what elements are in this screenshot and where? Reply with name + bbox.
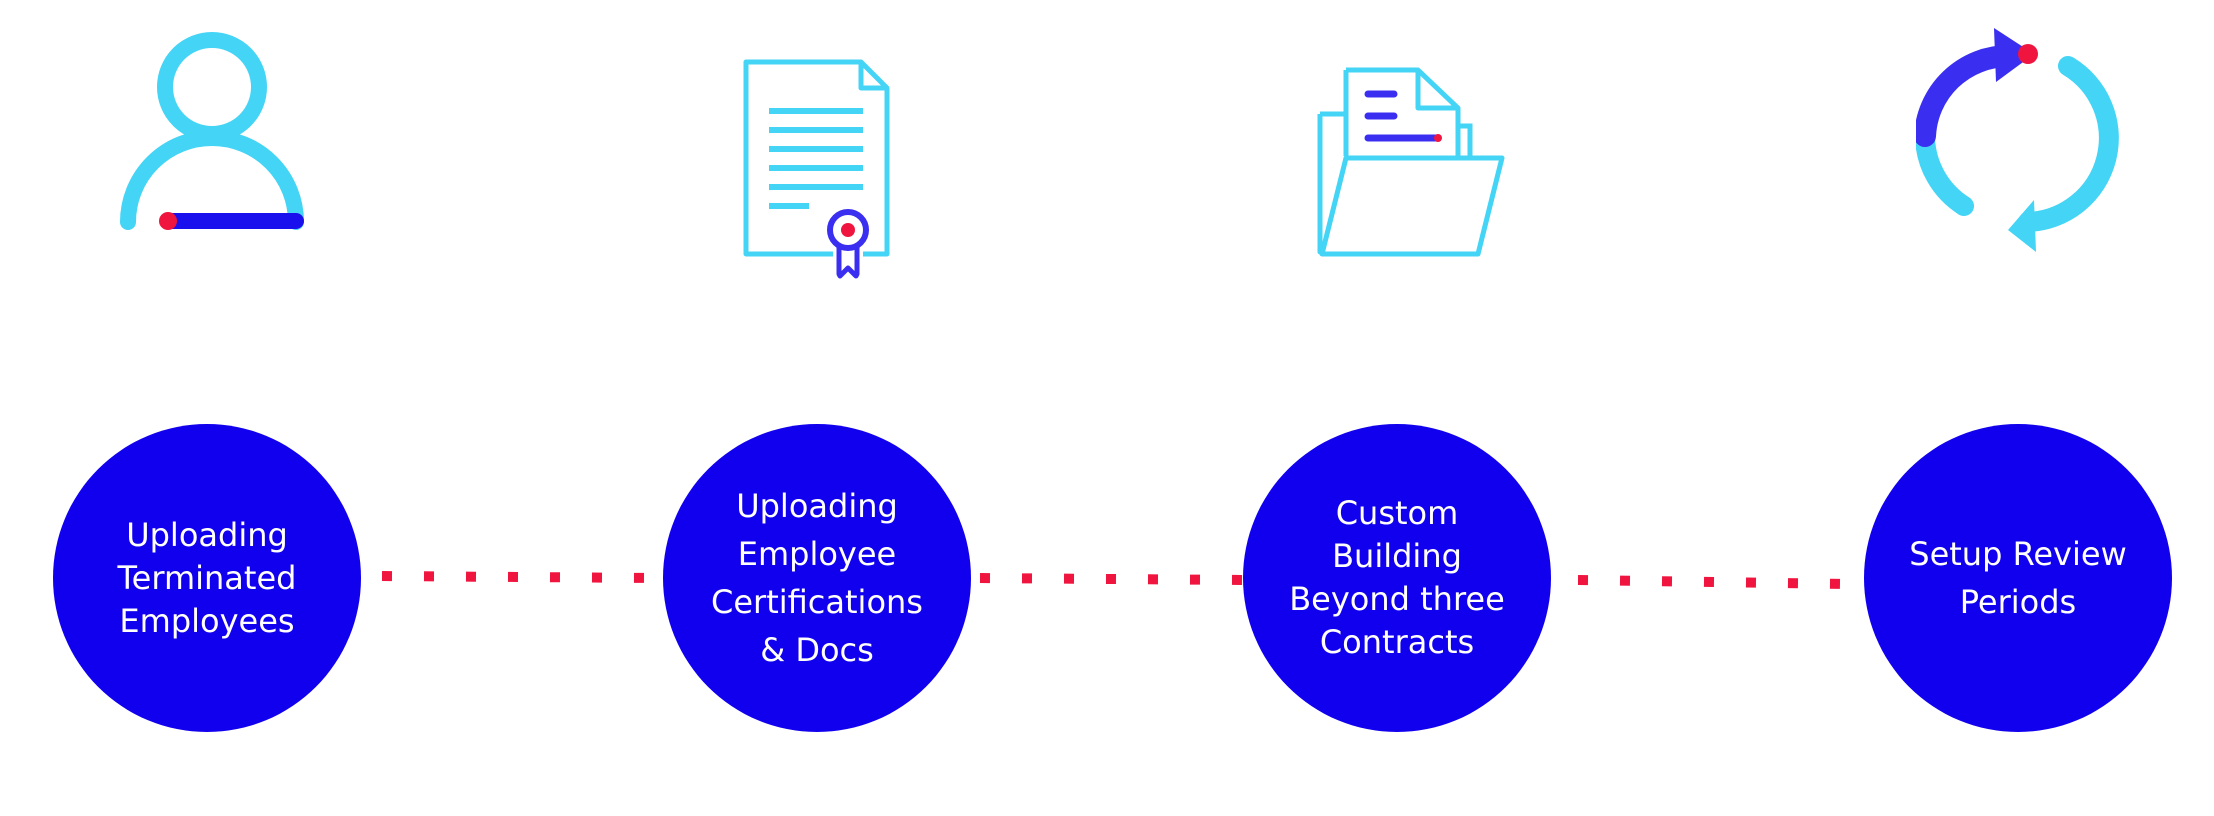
certificate-icon	[735, 58, 895, 288]
step-label: Uploading Employee Certifications & Docs	[711, 487, 923, 669]
step-uploading-terminated-employees: Uploading Terminated Employees	[53, 424, 361, 732]
step-uploading-certifications: Uploading Employee Certifications & Docs	[663, 424, 971, 732]
step-custom-building: Custom Building Beyond three Contracts	[1243, 424, 1551, 732]
step-setup-review-periods: Setup Review Periods	[1864, 424, 2172, 732]
user-icon	[110, 28, 310, 238]
connector-3-4	[1578, 575, 1847, 589]
step-label: Custom Building Beyond three Contracts	[1289, 494, 1505, 661]
connector-1-2	[382, 571, 655, 583]
step-label: Uploading Terminated Employees	[117, 515, 297, 640]
connector-2-3	[980, 573, 1243, 585]
step-label: Setup Review Periods	[1909, 535, 2127, 621]
folder-icon	[1312, 64, 1512, 264]
refresh-icon	[1916, 24, 2126, 254]
